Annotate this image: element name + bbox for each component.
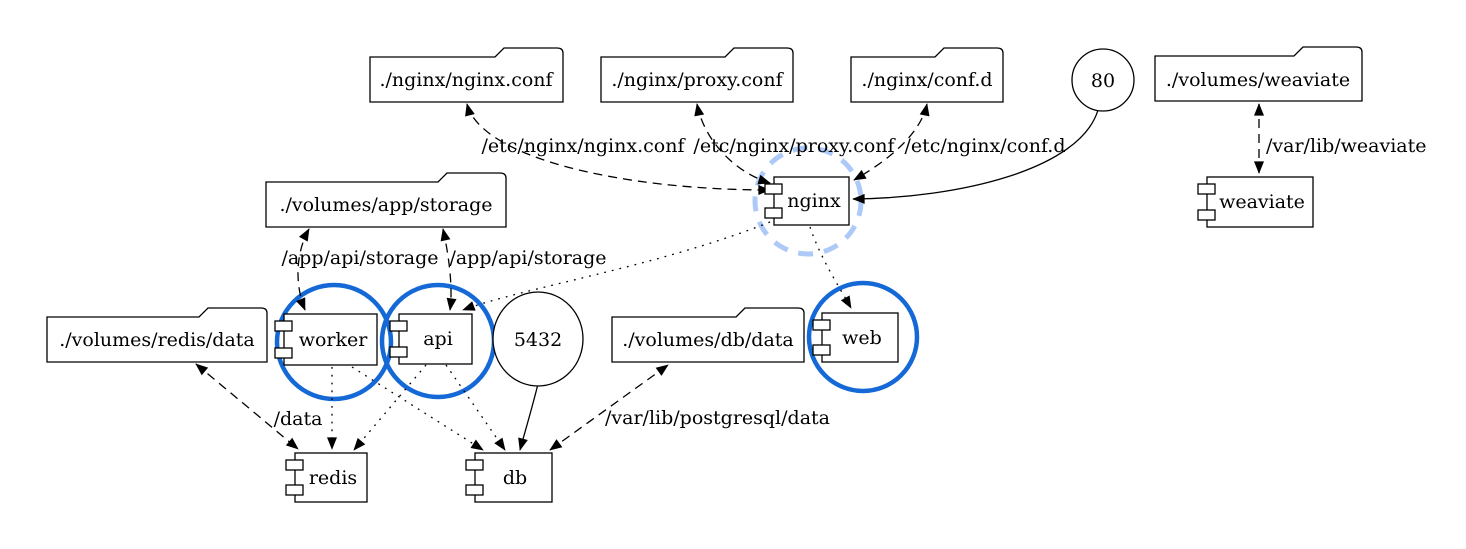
port-circle-icon [492,291,584,387]
node-service-web: web [812,312,899,363]
web-highlight-ring-icon [806,280,920,394]
node-volume-app-storage: ./volumes/app/storage [265,172,507,228]
volume-label: ./nginx/conf.d [861,69,992,91]
service-label: weaviate [1219,191,1305,213]
node-volume-redis-data: ./volumes/redis/data [46,307,268,363]
service-label: worker [299,329,369,351]
folder-icon [46,307,268,363]
component-tab-icon [285,484,304,496]
volume-label: ./nginx/proxy.conf [611,69,784,91]
port-label: 80 [1091,70,1115,92]
volume-label: ./volumes/redis/data [59,329,255,351]
component-tab-icon [764,207,783,219]
edge-port5432-db [518,383,539,451]
component-tab-icon [1197,183,1216,195]
edge-label-var-lib-weaviate: /var/lib/weaviate [1266,135,1427,157]
folder-icon [265,172,507,228]
edge-label-data: /data [274,408,323,430]
service-label: api [423,328,453,350]
node-port-5432: 5432 [492,291,584,387]
edge-label-app-api-storage-api: /app/api/storage [449,247,606,269]
edge-worker-storage [295,228,310,311]
worker-highlight-ring-icon [274,282,394,402]
edge-api-db [445,364,506,451]
service-label: redis [309,467,357,489]
folder-icon [1154,46,1363,102]
component-tab-icon [274,347,293,359]
component-box-icon [294,452,368,503]
edge-redis-volume [195,363,299,450]
port-circle-icon [1071,48,1135,112]
component-box-icon [398,313,473,365]
node-service-worker: worker [274,313,378,366]
component-tab-icon [274,320,293,332]
port-label: 5432 [514,329,562,351]
folder-icon [600,47,794,103]
folder-icon [369,47,564,103]
component-tab-icon [812,319,831,331]
edge-label-etc-nginx-nginx-conf: /etc/nginx/nginx.conf [482,135,687,157]
node-service-weaviate: weaviate [1197,176,1314,228]
node-service-nginx: nginx [764,176,850,226]
volume-label: ./volumes/app/storage [279,194,492,216]
service-label: db [503,467,527,489]
edge-label-etc-nginx-conf-d: /etc/nginx/conf.d [904,135,1065,157]
edge-nginx-web [809,226,852,309]
edge-nginx-confd [853,103,930,181]
edge-api-redis [353,364,427,451]
component-tab-icon [465,484,484,496]
edge-worker-db [351,366,484,451]
component-tab-icon [465,459,484,471]
edges [195,103,1264,451]
edge-labels: /etc/nginx/nginx.conf /etc/nginx/proxy.c… [274,135,1427,430]
service-label: nginx [787,190,841,212]
component-tab-icon [389,346,408,358]
edge-nginx-api [462,221,771,311]
volume-label: ./volumes/weaviate [1166,69,1350,91]
component-tab-icon [764,183,783,195]
service-label: web [842,327,882,349]
volume-label: ./volumes/db/data [622,329,794,351]
component-box-icon [474,452,553,503]
node-service-api: api [389,313,473,365]
component-tab-icon [285,459,304,471]
component-tab-icon [389,320,408,332]
component-tab-icon [1197,209,1216,221]
component-box-icon [821,312,899,363]
component-box-icon [1206,176,1314,228]
node-port-80: 80 [1071,48,1135,112]
node-volume-conf-d: ./nginx/conf.d [850,47,1004,103]
edge-label-var-lib-postgresql-data: /var/lib/postgresql/data [605,407,830,429]
edge-nginx-nginxconf [465,103,771,195]
node-volume-db-data: ./volumes/db/data [611,307,805,363]
volume-label: ./nginx/nginx.conf [379,69,554,91]
folder-icon [611,307,805,363]
node-volume-nginx-conf: ./nginx/nginx.conf [369,47,564,103]
node-volume-proxy-conf: ./nginx/proxy.conf [600,47,794,103]
node-volume-weaviate: ./volumes/weaviate [1154,46,1363,102]
component-box-icon [283,313,378,366]
edge-port80-nginx [852,109,1099,204]
node-service-redis: redis [285,452,368,503]
edge-db-volume [549,364,669,451]
edge-label-app-api-storage-worker: /app/api/storage [281,247,438,269]
folder-icon [850,47,1004,103]
edge-label-etc-nginx-proxy-conf: /etc/nginx/proxy.conf [693,135,896,157]
edge-api-storage [440,228,457,311]
node-service-db: db [465,452,553,503]
component-box-icon [773,176,850,226]
component-tab-icon [812,344,831,356]
